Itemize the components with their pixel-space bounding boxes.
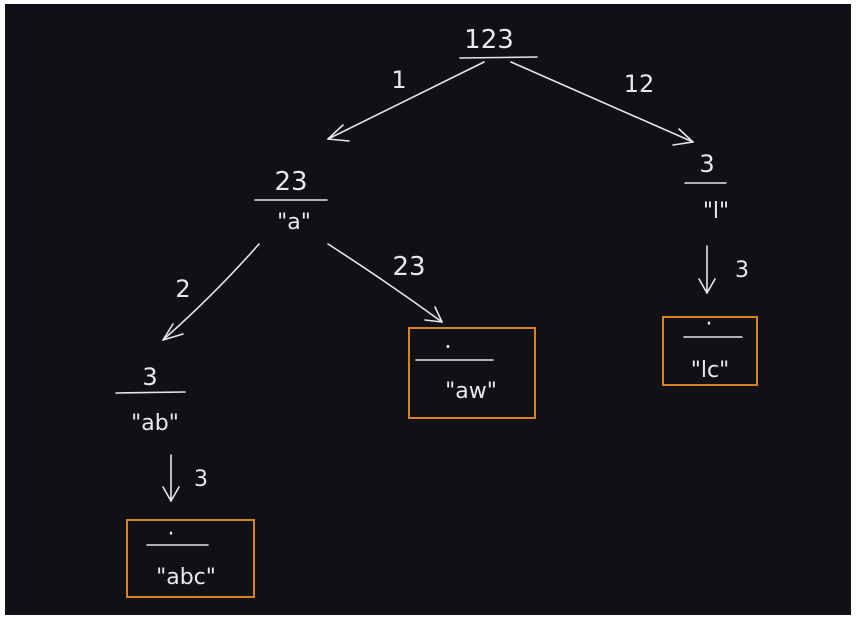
- leaf-box-lc: · "lc": [662, 312, 758, 386]
- edge-root-left: 1: [327, 61, 485, 142]
- leaf-box-abc: · "abc": [126, 519, 255, 598]
- tree-diagram: 123 1 12 23 "a" 3 "l": [115, 25, 758, 598]
- leaf-box-aw: · "aw": [408, 327, 536, 419]
- leaf-box-aw-top: ·: [444, 333, 452, 361]
- leaf-box-lc-bottom: "lc": [691, 358, 729, 383]
- node-left-mid: 23 "a": [254, 167, 328, 235]
- edge-right-down: 3: [698, 245, 749, 294]
- diagram-canvas: 123 1 12 23 "a" 3 "l": [5, 4, 851, 615]
- leaf-box-aw-border: [408, 327, 536, 419]
- edge-root-right-label: 12: [624, 70, 655, 98]
- edge-right-down-label: 3: [735, 258, 749, 283]
- node-left-mid-bottom: "a": [277, 210, 311, 235]
- leaf-box-abc-bottom: "abc": [156, 565, 216, 590]
- edge-left-down: 3: [162, 454, 208, 502]
- node-right-mid: 3 "l": [684, 150, 729, 224]
- edge-mid-left-label: 2: [175, 275, 190, 303]
- node-left-low-bar: [115, 391, 186, 394]
- edge-root-left-arrowhead: [327, 124, 350, 142]
- edge-mid-left-line: [162, 243, 260, 341]
- node-root: 123: [459, 25, 538, 59]
- node-left-low-bottom: "ab": [131, 411, 179, 436]
- edge-root-left-line: [327, 61, 485, 140]
- edge-mid-right-label: 23: [392, 252, 425, 282]
- node-root-top: 123: [464, 25, 514, 55]
- edge-left-down-arrowhead: [162, 486, 180, 502]
- edge-left-down-label: 3: [194, 467, 208, 492]
- edge-root-right-line: [510, 61, 694, 143]
- edge-root-right-arrowhead: [672, 128, 694, 146]
- leaf-box-abc-top: ·: [168, 522, 175, 547]
- edge-mid-right-arrowhead: [424, 306, 443, 323]
- edge-root-left-label: 1: [391, 66, 406, 94]
- leaf-box-abc-border: [126, 519, 255, 598]
- node-root-bar: [459, 56, 538, 59]
- leaf-box-aw-bottom: "aw": [445, 379, 497, 404]
- leaf-box-lc-top: ·: [706, 312, 713, 337]
- edge-root-right: 12: [510, 61, 694, 146]
- edge-mid-left: 2: [162, 243, 260, 341]
- leaf-box-lc-border: [662, 316, 758, 386]
- node-left-mid-top: 23: [274, 167, 307, 197]
- node-left-low: 3 "ab": [115, 363, 186, 436]
- edge-mid-right: 23: [327, 243, 443, 323]
- edge-mid-right-line: [327, 243, 443, 323]
- edge-mid-left-arrowhead: [162, 323, 184, 341]
- edge-right-down-arrowhead: [698, 278, 716, 294]
- node-left-low-top: 3: [142, 363, 157, 391]
- node-right-mid-top: 3: [699, 150, 714, 178]
- node-right-mid-bottom: "l": [703, 199, 729, 224]
